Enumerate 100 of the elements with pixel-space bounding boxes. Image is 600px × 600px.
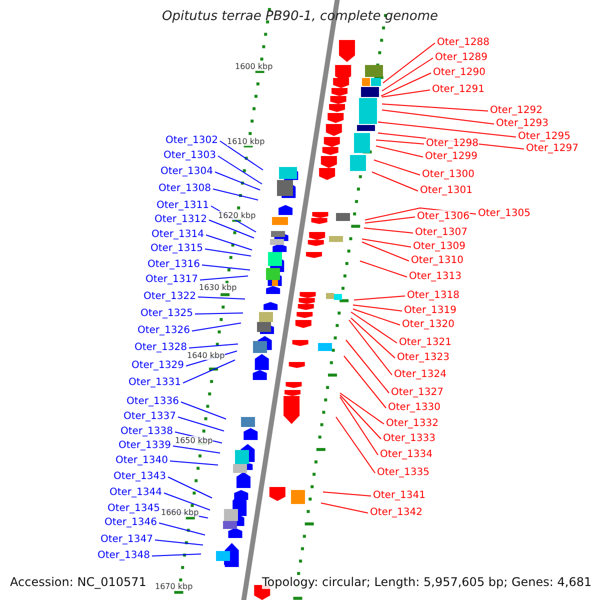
leader-line — [354, 296, 406, 300]
leader-line — [170, 460, 218, 466]
leader-line — [340, 394, 382, 440]
gene-label: Oter_1310 — [411, 254, 464, 267]
gene-label: Oter_1320 — [402, 318, 455, 331]
gene-label: Oter_1305 — [478, 207, 531, 220]
leader-line — [154, 540, 204, 546]
gene-label: Oter_1335 — [377, 466, 430, 479]
scale-label: 1670 kbp — [155, 582, 193, 591]
leader-line — [382, 42, 436, 84]
leader-line — [168, 476, 212, 498]
gene-label: Oter_1344 — [109, 486, 162, 499]
accession-text: Accession: NC_010571 — [10, 576, 146, 589]
leader-line — [352, 304, 402, 312]
gene-label: Oter_1318 — [407, 289, 460, 302]
leader-line — [382, 58, 434, 92]
gene-label: Oter_1332 — [386, 417, 439, 430]
gene-label: Oter_1297 — [526, 142, 579, 155]
leader-line — [220, 140, 264, 170]
leader-line — [374, 160, 420, 176]
leader-line — [202, 264, 250, 270]
leader-line — [372, 172, 418, 192]
gene-label: Oter_1314 — [151, 228, 204, 241]
leader-line — [198, 296, 246, 300]
leader-line — [346, 340, 390, 394]
gene-label: Oter_1309 — [413, 240, 466, 253]
scale-label: 1640 kbp — [187, 351, 225, 360]
leader-line — [364, 216, 416, 224]
leader-line — [194, 312, 244, 314]
leader-line — [340, 396, 378, 456]
scale-label: 1620 kbp — [218, 211, 256, 220]
gene-label: Oter_1298 — [426, 137, 479, 150]
gene-label: Oter_1326 — [137, 324, 190, 337]
gene-label: Oter_1334 — [380, 448, 433, 461]
leader-line — [382, 90, 430, 98]
gene-label: Oter_1333 — [383, 432, 436, 445]
leader-line — [158, 522, 206, 536]
gene-label: Oter_1295 — [518, 130, 571, 143]
gene-label: Oter_1308 — [158, 182, 211, 195]
genome-info-text: Topology: circular; Length: 5,957,605 bp; Genes: 4,681 — [262, 576, 592, 589]
leader-line — [214, 172, 260, 190]
gene-label: Oter_1292 — [490, 104, 543, 117]
gene-label: Oter_1312 — [154, 213, 207, 226]
leader-line — [344, 356, 386, 408]
gene-label: Oter_1347 — [100, 533, 153, 546]
leader-line — [336, 416, 376, 474]
gene-label: Oter_1290 — [433, 66, 486, 79]
gene-label: Oter_1328 — [134, 341, 187, 354]
gene-label: Oter_1341 — [373, 489, 426, 502]
leader-line — [352, 308, 400, 326]
gene-label: Oter_1336 — [126, 395, 179, 408]
leader-line — [322, 492, 372, 496]
leader-line — [360, 260, 408, 278]
leader-line — [182, 360, 236, 384]
leader-line — [218, 156, 262, 184]
leader-line — [200, 276, 248, 280]
gene-label: Oter_1319 — [404, 304, 457, 317]
gene-label: Oter_1322 — [143, 290, 196, 303]
gene-label: Oter_1316 — [147, 258, 200, 271]
leader-line — [376, 140, 424, 144]
scale-label: 1630 kbp — [199, 283, 237, 292]
leader-line — [152, 554, 202, 556]
leader-line — [164, 492, 210, 510]
gene-label: Oter_1291 — [432, 83, 485, 96]
gene-label: Oter_1346 — [104, 516, 157, 529]
gene-label: Oter_1311 — [156, 199, 209, 212]
gene-label: Oter_1343 — [113, 470, 166, 483]
leader-line — [378, 122, 516, 138]
leader-line — [204, 248, 252, 256]
gene-label: Oter_1325 — [140, 307, 193, 320]
leader-line — [212, 188, 258, 200]
leader-line — [192, 322, 242, 332]
scale-label: 1610 kbp — [227, 137, 265, 146]
gene-label: Oter_1301 — [420, 184, 473, 197]
leader-line — [362, 238, 412, 248]
gene-label: Oter_1323 — [397, 351, 450, 364]
scale-label: 1660 kbp — [161, 508, 199, 517]
title: Opitutus terrae PB90-1, complete genome — [160, 10, 440, 23]
leader-line — [178, 416, 224, 432]
gene-label: Oter_1324 — [394, 368, 447, 381]
leader-line — [350, 312, 398, 344]
leader-line — [382, 104, 488, 112]
leader-line — [320, 502, 368, 514]
leader-line — [180, 402, 226, 420]
gene-label: Oter_1348 — [97, 549, 150, 562]
gene-label: Oter_1317 — [145, 273, 198, 286]
gene-label: Oter_1339 — [118, 439, 171, 452]
leader-line — [350, 318, 396, 358]
gene-label: Oter_1329 — [131, 359, 184, 372]
gene-label: Oter_1306 — [417, 210, 470, 223]
gene-label: Oter_1327 — [391, 386, 444, 399]
gene-label: Oter_1342 — [370, 506, 423, 519]
leader-line — [382, 110, 494, 124]
gene-label: Oter_1302 — [165, 134, 218, 147]
gene-label: Oter_1300 — [422, 168, 475, 181]
gene-label: Oter_1307 — [415, 226, 468, 239]
gene-label: Oter_1289 — [435, 51, 488, 64]
gene-label: Oter_1299 — [425, 150, 478, 163]
gene-label: Oter_1338 — [120, 425, 173, 438]
gene-label: Oter_1331 — [128, 376, 181, 389]
